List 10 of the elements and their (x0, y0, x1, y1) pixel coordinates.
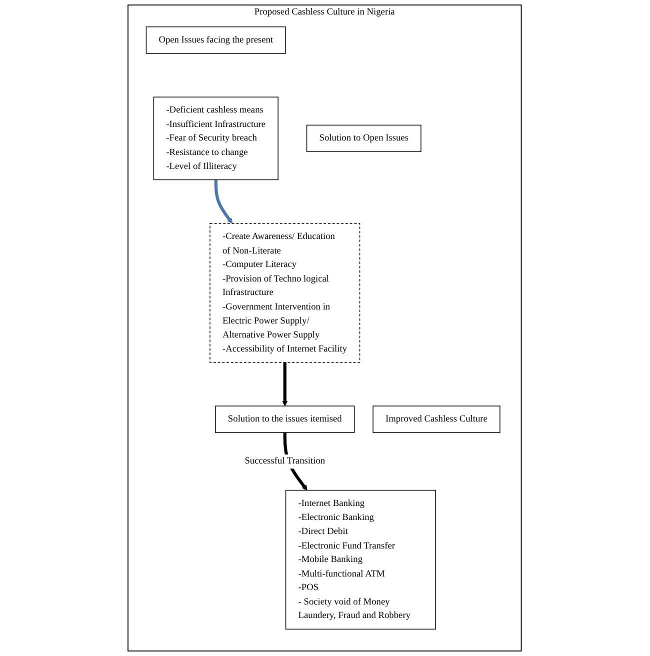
node-box: -Deficient cashless means -Insufficient Infrastructure -Fear of Security breach -Resistance to change -Level of Illiteracy (154, 96, 279, 180)
node-box: Improved Cashless Culture (373, 406, 501, 433)
edge-label: Successful Transition (245, 456, 326, 466)
arrow (282, 362, 288, 406)
node-box: Open Issues facing the present (146, 26, 286, 54)
node-box: Solution to Open Issues (306, 124, 422, 152)
arrow (214, 180, 233, 224)
node-box: -Internet Banking -Electronic Banking -Direct Debit -Electronic Fund Transfer -Mobile Banking -Multi-functional ATM -POS - Society void of Money Laundery, Fraud and Robbery (286, 490, 436, 630)
node-box: -Create Awareness/ Education of Non-Literate -Computer Literacy -Provision of Techno logical Infrastructure -Government Intervention in Electric Power Supply/ Alternative Power Supply -Accessibility of Internet Facility (210, 223, 361, 363)
node-box: Solution to the issues itemised (215, 406, 356, 433)
